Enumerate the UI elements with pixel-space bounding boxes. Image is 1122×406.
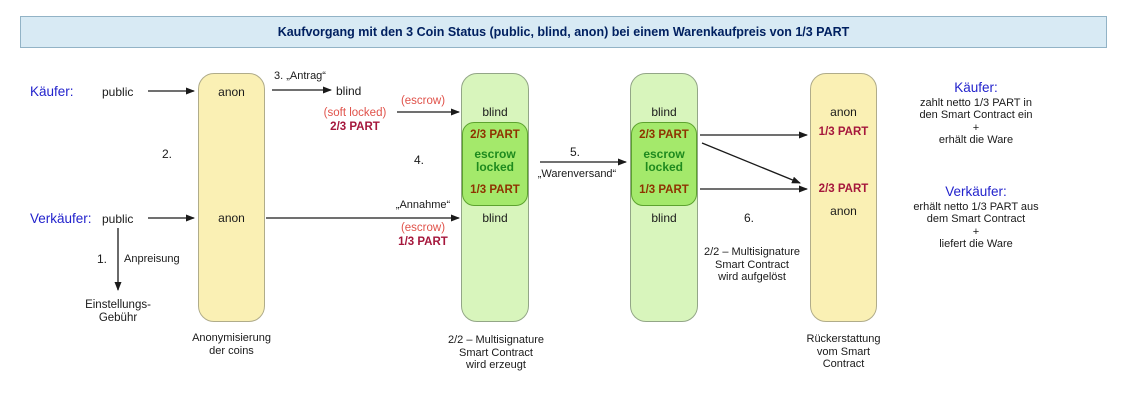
anon-box-caption: Anonymisierung der coins [179, 332, 284, 357]
escrow2-locked-box [631, 122, 697, 206]
summary-buyer-title: Käufer: [954, 80, 998, 95]
anon-box-caption-line1: Anonymisierung [192, 332, 271, 344]
escrow1-caption: 2/2 – Multisignature Smart Contract wird… [436, 334, 556, 372]
escrow1-lock-line1: escrow [474, 147, 516, 161]
step2-number: 2. [162, 147, 173, 161]
refund-bottom-status: anon [830, 204, 857, 218]
escrow2-lock-label: escrow locked [631, 148, 697, 174]
step3-coin-status: blind [336, 84, 362, 98]
step1-label: Anpreisung [124, 253, 180, 265]
escrow1-bottom-status: blind [482, 211, 508, 225]
buyer-coin-status: public [102, 85, 134, 99]
step3-escrow-note: (escrow) [400, 95, 446, 107]
summary-seller-text: erhält netto 1/3 PART aus dem Smart Cont… [905, 201, 1047, 250]
step1-number: 1. [97, 252, 108, 266]
escrow2-lock-line2: locked [644, 160, 683, 174]
step5-label: „Warenversand“ [537, 168, 617, 180]
summary-buyer-line3: + [972, 121, 980, 134]
refund-amount-bottom: 2/3 PART [818, 183, 869, 195]
escrow2-amount-top: 2/3 PART [639, 129, 689, 141]
anon-box-bottom-status: anon [218, 211, 245, 225]
refund-amount-top: 1/3 PART [818, 126, 869, 138]
step6-caption-line1: 2/2 – Multisignature [704, 246, 800, 258]
summary-seller-line2: dem Smart Contract [926, 213, 1026, 226]
step5-number: 5. [569, 145, 580, 159]
escrow2-amount-bottom: 1/3 PART [639, 184, 689, 196]
refund-box [810, 73, 877, 322]
listing-fee-line2: Gebühr [98, 312, 138, 324]
seller-label: Verkäufer: [30, 211, 92, 226]
annahme-label: „Annahme“ [395, 199, 451, 211]
escrow1-caption-line2: Smart Contract [459, 346, 533, 359]
summary-buyer-line2: den Smart Contract ein [919, 109, 1033, 122]
refund-caption: Rückerstattung vom Smart Contract [790, 333, 897, 371]
anon-box-caption-line2: der coins [209, 344, 254, 357]
anon-box-top-status: anon [218, 85, 245, 99]
refund-caption-line3: Contract [822, 358, 865, 370]
listing-fee-text: Einstellungs- Gebühr [58, 299, 178, 325]
step4-number: 4. [414, 153, 425, 167]
step6-caption-line3: wird aufgelöst [718, 271, 786, 283]
step3-softlocked-note: (soft locked) [323, 107, 387, 119]
summary-seller-line1: erhält netto 1/3 PART aus [913, 201, 1039, 213]
summary-seller-line4: liefert die Ware [939, 237, 1013, 250]
summary-buyer-line1: zahlt netto 1/3 PART in [920, 97, 1032, 109]
listing-fee-line1: Einstellungs- [85, 299, 151, 311]
escrow1-amount-bottom: 1/3 PART [470, 184, 520, 196]
refund-top-status: anon [830, 105, 857, 119]
refund-caption-line1: Rückerstattung [806, 333, 881, 345]
escrow1-caption-line1: 2/2 – Multisignature [448, 334, 544, 346]
step6-caption-line2: Smart Contract [715, 258, 789, 271]
diagram-title: Kaufvorgang mit den 3 Coin Status (publi… [20, 16, 1107, 48]
buyer-label: Käufer: [30, 84, 74, 99]
escrow1-top-status: blind [482, 105, 508, 119]
arrow-release-diagonal [701, 142, 801, 184]
escrow1-locked-box [462, 122, 528, 206]
escrow2-bottom-status: blind [651, 211, 677, 225]
annahme-escrow-note: (escrow) [400, 222, 446, 234]
anonymization-box [198, 73, 265, 322]
summary-seller-title: Verkäufer: [945, 184, 1007, 199]
escrow1-lock-line2: locked [475, 160, 514, 174]
summary-buyer-line4: erhält die Ware [938, 133, 1014, 146]
refund-caption-line2: vom Smart [816, 345, 871, 358]
summary-seller-line3: + [972, 225, 980, 238]
escrow1-caption-line3: wird erzeugt [466, 359, 526, 371]
step3-label: 3. „Antrag“ [274, 70, 326, 82]
step6-caption: 2/2 – Multisignature Smart Contract wird… [692, 246, 812, 284]
escrow1-amount-top: 2/3 PART [470, 129, 520, 141]
step3-amount: 2/3 PART [330, 121, 380, 133]
escrow2-lock-line1: escrow [643, 147, 685, 161]
step6-number: 6. [744, 211, 755, 225]
annahme-amount: 1/3 PART [398, 236, 448, 248]
summary-buyer-text: zahlt netto 1/3 PART in den Smart Contra… [905, 97, 1047, 146]
escrow1-lock-label: escrow locked [462, 148, 528, 174]
escrow2-top-status: blind [651, 105, 677, 119]
seller-coin-status: public [102, 212, 134, 226]
